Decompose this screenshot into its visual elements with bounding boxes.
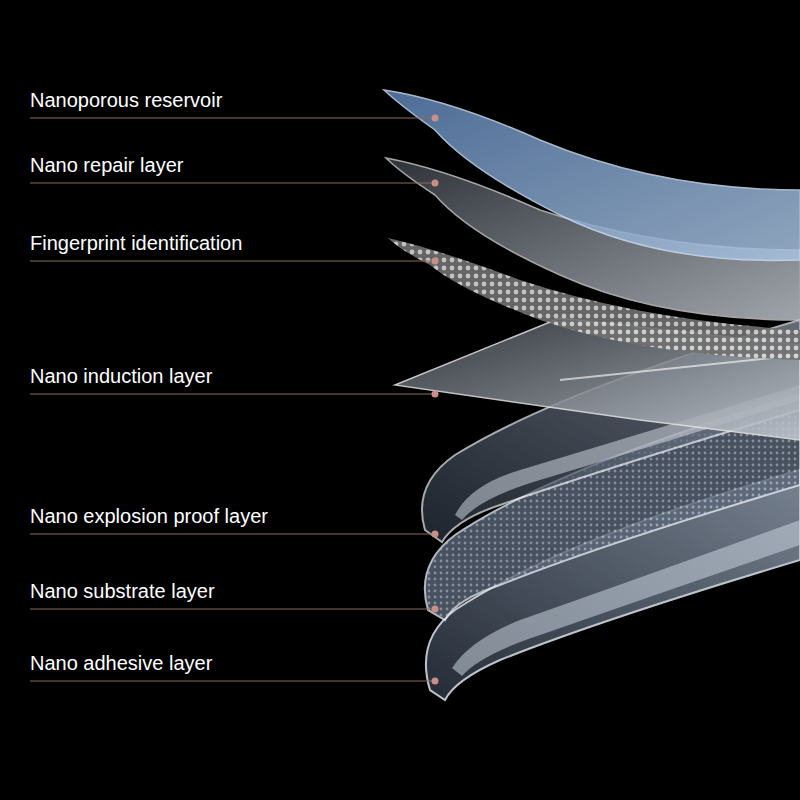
layer-label: Nano repair layer [30,153,183,177]
reservoir-sheet [384,90,800,260]
leader-lines [30,115,439,685]
layer-label: Nanoporous reservoir [30,88,222,112]
layer-label: Fingerprint identification [30,231,242,255]
sheet-highlight [560,355,800,380]
layer-label: Nano explosion proof layer [30,504,268,528]
layer-label: Nano induction layer [30,364,212,388]
layer-label: Nano adhesive layer [30,651,212,675]
layer-label: Nano substrate layer [30,579,215,603]
